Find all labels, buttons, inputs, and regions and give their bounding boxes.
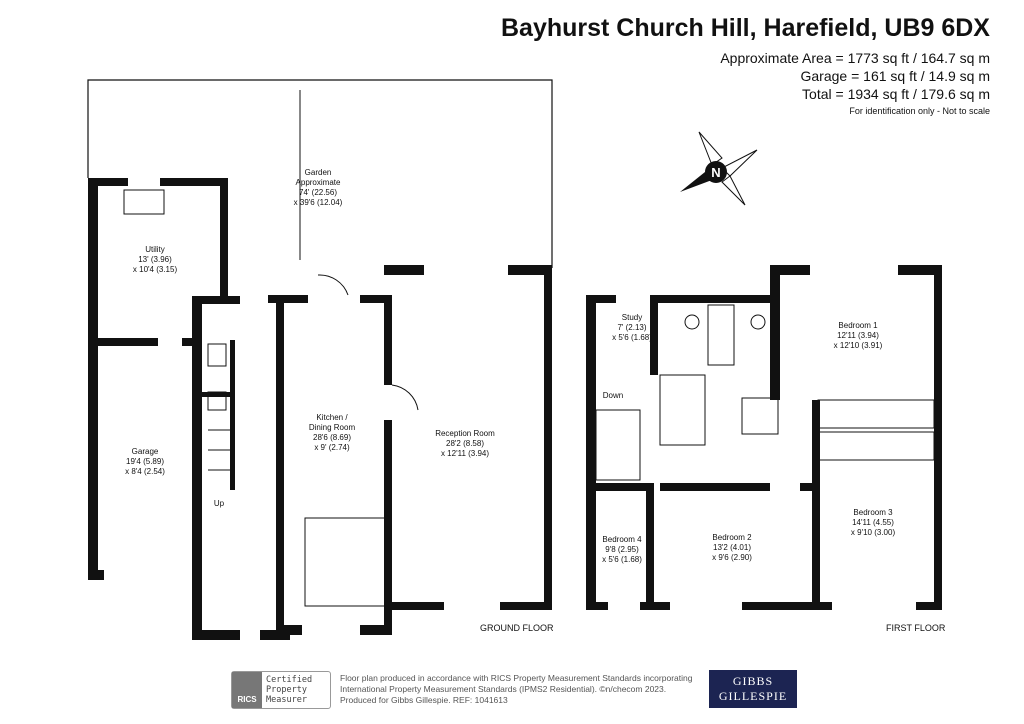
stairs-down-label: Down (603, 391, 623, 400)
rics-badge-line: Measurer (266, 695, 307, 705)
approximate-area: Approximate Area = 1773 sq ft / 164.7 sq… (720, 50, 990, 66)
compass-icon: N (680, 131, 758, 206)
production-note-line: Produced for Gibbs Gillespie. REF: 10416… (340, 695, 508, 705)
ground-floor-plan (87, 79, 553, 640)
ground-floor-label: GROUND FLOOR (480, 623, 554, 633)
rics-logo: RICS (232, 672, 262, 708)
first-floor-label: FIRST FLOOR (886, 623, 946, 633)
agent-logo-line: GIBBS (732, 674, 774, 688)
production-note-line: Floor plan produced in accordance with R… (340, 673, 693, 683)
rics-badge-line: Certified (266, 675, 313, 685)
property-title: Bayhurst Church Hill, Harefield, UB9 6DX (500, 14, 990, 42)
stairs-up-label: Up (214, 499, 225, 508)
production-note-line: International Property Measurement Stand… (340, 684, 667, 694)
rics-badge-line: Property (266, 685, 307, 695)
production-note: Floor plan produced in accordance with R… (340, 673, 720, 706)
agent-logo-line: GILLESPIE (718, 689, 788, 703)
compass-north-label: N (711, 165, 720, 180)
agent-logo: GIBBS GILLESPIE (709, 670, 797, 708)
disclaimer: For identification only - Not to scale (849, 106, 990, 116)
garage-area: Garage = 161 sq ft / 14.9 sq m (800, 68, 991, 84)
first-floor-plan (586, 265, 942, 610)
rics-badge: RICS Certified Property Measurer (231, 671, 331, 709)
total-area: Total = 1934 sq ft / 179.6 sq m (802, 86, 990, 102)
